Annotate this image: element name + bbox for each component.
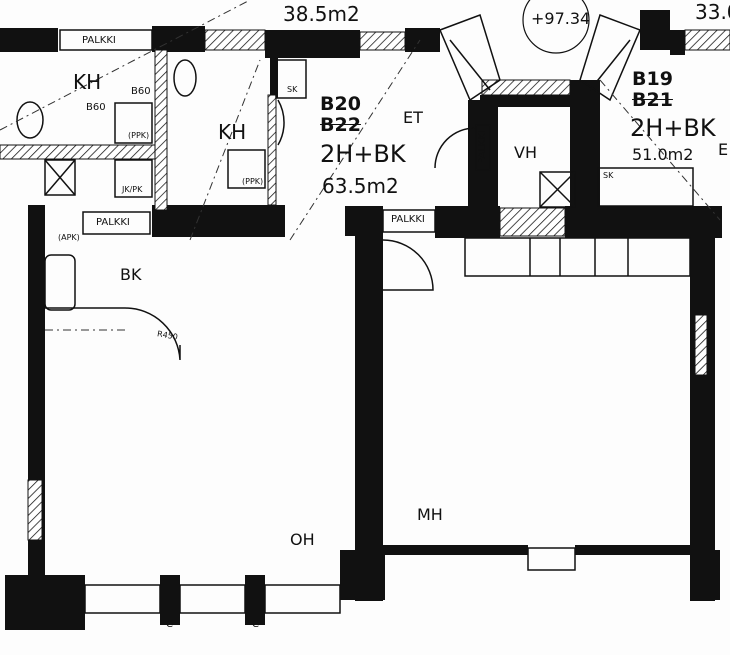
column-mark: C	[166, 619, 173, 630]
fixture-label: B60	[131, 86, 151, 97]
room-kh: KH	[218, 120, 247, 144]
apartment-code-old: B22	[320, 114, 361, 136]
apartment-area: 51.0m2	[632, 145, 694, 164]
walls	[0, 10, 722, 630]
column-mark: C	[252, 619, 259, 630]
beam-label: PALKKI	[96, 217, 130, 228]
dash-lines	[0, 0, 721, 331]
room-vh: VH	[514, 143, 537, 162]
apartment-type: 2H+BK	[630, 114, 716, 142]
apartment-code: B20	[320, 93, 361, 115]
apartment-code: B19	[632, 68, 673, 90]
windows	[16, 14, 694, 614]
room-e: E	[718, 140, 729, 159]
apartment-area: 63.5m2	[322, 174, 399, 198]
beam-label: PALKKI	[82, 35, 116, 46]
room-et: ET	[403, 108, 423, 127]
area-label: 33.0	[695, 0, 730, 24]
room-oh: OH	[290, 530, 315, 549]
hatched-walls	[0, 29, 730, 541]
fixture-label: (PPK)	[128, 131, 150, 140]
fixture-label: B60	[86, 102, 106, 113]
room-kh: KH	[73, 70, 102, 94]
apartment-code-old: B21	[632, 89, 673, 111]
fixture-label: SK	[603, 171, 614, 180]
beam-label: PALKKI	[476, 130, 488, 164]
apartment-type: 2H+BK	[320, 140, 406, 168]
fixture-label: (APK)	[58, 233, 80, 242]
area-label: 38.5m2	[283, 2, 360, 26]
level-mark-circle	[522, 0, 590, 54]
fixture-label: (PPK)	[242, 177, 264, 186]
room-bk: BK	[120, 265, 142, 284]
fixture-label: JK/PK	[122, 185, 143, 194]
level-mark: +97.34	[531, 9, 591, 28]
room-mh: MH	[417, 505, 443, 524]
fixture-label: SK	[287, 85, 298, 94]
beam-label: PALKKI	[391, 214, 425, 225]
